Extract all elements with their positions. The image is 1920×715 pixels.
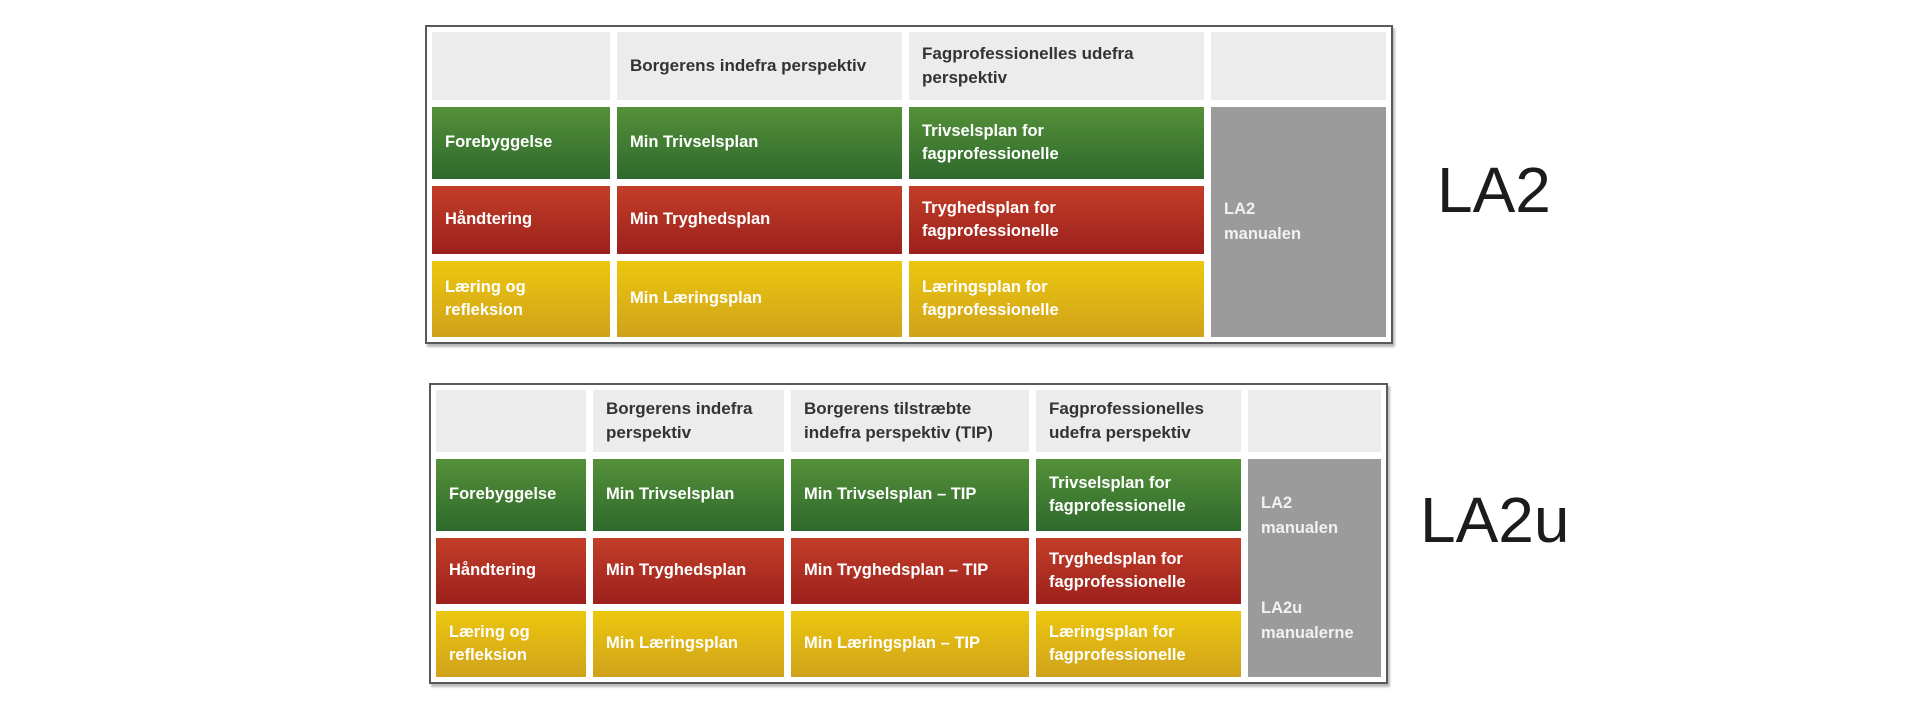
la2u-cell-tryghedsplan-fagprofessionelle: Tryghedsplan for fagprofessionelle [1036, 538, 1241, 604]
la2u-cell-min-laeringsplan-tip: Min Læringsplan – TIP [791, 611, 1029, 677]
la2u-manual-upper-line1: LA2 [1261, 493, 1293, 512]
la2-cell-trivselsplan-fagprofessionelle: Trivselsplan for fagprofessionelle [909, 107, 1204, 179]
la2u-header-borgerens-perspektiv: Borgerens indefra perspektiv [593, 390, 784, 452]
la2u-cell-laeringsplan-fagprofessionelle: Læringsplan for fagprofessionelle [1036, 611, 1241, 677]
la2-row-forebyggelse-label: Forebyggelse [432, 107, 610, 179]
la2u-manual-upper-line2: manualen [1261, 518, 1339, 537]
la2u-row-forebyggelse-label: Forebyggelse [436, 459, 586, 531]
la2-header-fagprofessionelles-perspektiv: Fagprofessionelles udefra perspektiv [909, 32, 1204, 100]
la2u-manual-upper: LA2 manualen [1261, 491, 1368, 541]
la2u-matrix-table: Borgerens indefra perspektiv Borgerens t… [429, 383, 1388, 684]
la2u-cell-min-laeringsplan: Min Læringsplan [593, 611, 784, 677]
la2u-manual-lower-line1: LA2u [1261, 598, 1303, 617]
la2u-cell-min-tryghedsplan: Min Tryghedsplan [593, 538, 784, 604]
la2-figure-label: LA2 [1437, 154, 1551, 226]
la2u-cell-min-tryghedsplan-tip: Min Tryghedsplan – TIP [791, 538, 1029, 604]
la2-matrix-table: Borgerens indefra perspektiv Fagprofessi… [425, 25, 1393, 344]
la2-manual-text: LA2 manualen [1224, 197, 1373, 247]
la2-cell-laeringsplan-fagprofessionelle: Læringsplan for fagprofessionelle [909, 261, 1204, 337]
la2u-header-empty-corner [436, 390, 586, 452]
la2-header-empty-right [1211, 32, 1386, 100]
la2u-cell-min-trivselsplan: Min Trivselsplan [593, 459, 784, 531]
la2u-manual-cell: LA2 manualen LA2u manualerne [1248, 459, 1381, 677]
la2-cell-tryghedsplan-fagprofessionelle: Tryghedsplan for fagprofessionelle [909, 186, 1204, 254]
la2-header-borgerens-perspektiv: Borgerens indefra perspektiv [617, 32, 902, 100]
la2u-row-laering-label: Læring og refleksion [436, 611, 586, 677]
la2u-cell-min-trivselsplan-tip: Min Trivselsplan – TIP [791, 459, 1029, 531]
la2u-figure-label: LA2u [1420, 484, 1570, 556]
la2u-header-tilstraebte-tip: Borgerens tilstræbte indefra perspektiv … [791, 390, 1029, 452]
la2-row-laering-label: Læring og refleksion [432, 261, 610, 337]
la2-cell-min-trivselsplan: Min Trivselsplan [617, 107, 902, 179]
la2-cell-min-laeringsplan: Min Læringsplan [617, 261, 902, 337]
la2u-manual-lower: LA2u manualerne [1261, 596, 1368, 646]
la2-manual-cell: LA2 manualen [1211, 107, 1386, 337]
la2u-row-haandtering-label: Håndtering [436, 538, 586, 604]
la2-cell-min-tryghedsplan: Min Tryghedsplan [617, 186, 902, 254]
la2-row-haandtering-label: Håndtering [432, 186, 610, 254]
la2u-manual-lower-line2: manualerne [1261, 623, 1354, 642]
la2u-header-empty-right [1248, 390, 1381, 452]
la2-manual-line1: LA2 [1224, 200, 1256, 219]
la2u-header-fagprofessionelles-perspektiv: Fagprofessionelles udefra perspektiv [1036, 390, 1241, 452]
la2-manual-line2: manualen [1224, 225, 1302, 243]
la2u-cell-trivselsplan-fagprofessionelle: Trivselsplan for fagprofessionelle [1036, 459, 1241, 531]
la2-header-empty-corner [432, 32, 610, 100]
